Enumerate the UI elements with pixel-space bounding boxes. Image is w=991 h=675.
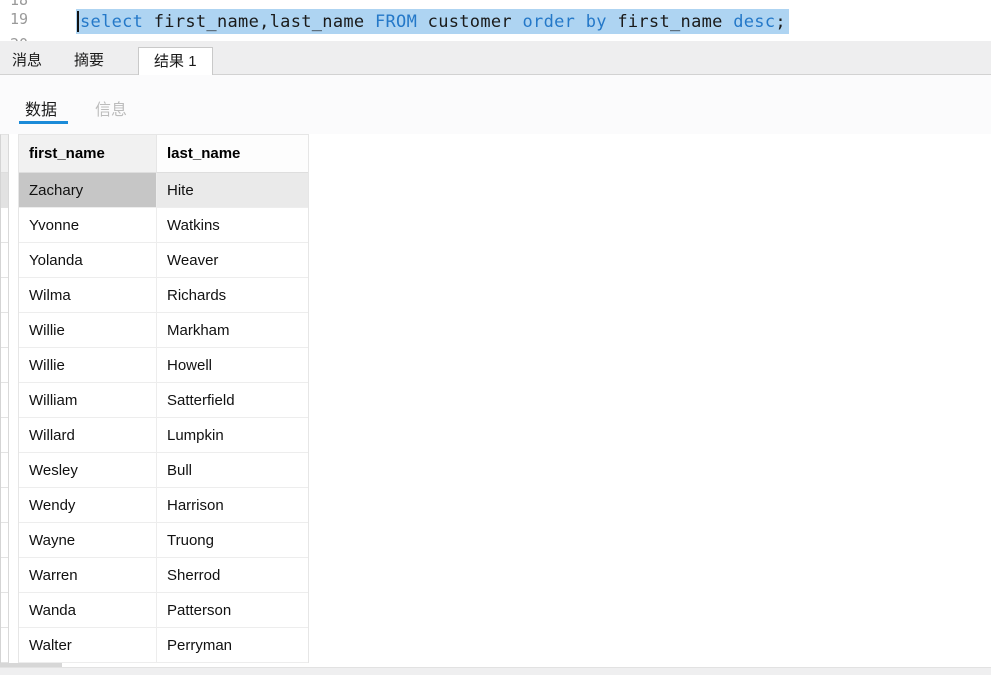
cell-last_name[interactable]: Howell	[157, 348, 308, 383]
cell-last_name[interactable]: Truong	[157, 523, 308, 558]
subtab-data[interactable]: 数据	[25, 102, 58, 119]
row-selector[interactable]	[1, 488, 8, 523]
row-selector[interactable]	[1, 173, 8, 208]
cell-first_name[interactable]: Willard	[19, 418, 157, 453]
cell-last_name[interactable]: Hite	[157, 173, 308, 208]
table-header-row: first_name last_name	[19, 135, 308, 173]
cell-last_name[interactable]: Patterson	[157, 593, 308, 628]
line-number-18: 18	[9, 0, 28, 9]
line-number-19: 19	[9, 10, 28, 28]
cell-first_name[interactable]: Warren	[19, 558, 157, 593]
sql-token-keyword: desc	[733, 11, 776, 32]
cell-last_name[interactable]: Lumpkin	[157, 418, 308, 453]
column-header-last-name[interactable]: last_name	[157, 135, 308, 173]
sql-statement: select first_name,last_name FROM custome…	[80, 12, 786, 32]
sql-token-keyword: FROM	[374, 11, 428, 32]
sql-token-keyword: select	[80, 11, 154, 32]
row-selector[interactable]	[1, 348, 8, 383]
sql-selected-line[interactable]: select first_name,last_name FROM custome…	[76, 9, 789, 34]
result-tabbar: 消息 摘要 结果 1	[0, 41, 991, 75]
row-selector[interactable]	[1, 593, 8, 628]
cell-first_name[interactable]: Wendy	[19, 488, 157, 523]
row-selector-header[interactable]	[1, 135, 8, 173]
cell-first_name[interactable]: Walter	[19, 628, 157, 663]
cell-last_name[interactable]: Satterfield	[157, 383, 308, 418]
row-selector[interactable]	[1, 208, 8, 243]
cell-last_name[interactable]: Sherrod	[157, 558, 308, 593]
cell-first_name[interactable]: William	[19, 383, 157, 418]
cell-last_name[interactable]: Richards	[157, 278, 308, 313]
row-selector[interactable]	[1, 418, 8, 453]
cell-last_name[interactable]: Bull	[157, 453, 308, 488]
cell-first_name[interactable]: Wesley	[19, 453, 157, 488]
sql-token-plain: first_name,last_name	[153, 11, 375, 32]
cell-first_name[interactable]: Wayne	[19, 523, 157, 558]
row-selector[interactable]	[1, 278, 8, 313]
row-selector[interactable]	[1, 313, 8, 348]
row-selector[interactable]	[1, 453, 8, 488]
row-selector[interactable]	[1, 243, 8, 278]
row-selector[interactable]	[1, 523, 8, 558]
cell-first_name[interactable]: Zachary	[19, 173, 157, 208]
row-selector[interactable]	[1, 383, 8, 418]
cell-first_name[interactable]: Wilma	[19, 278, 157, 313]
cell-first_name[interactable]: Willie	[19, 348, 157, 383]
tab-summary[interactable]: 摘要	[74, 52, 105, 69]
sql-token-plain: customer	[427, 11, 523, 32]
cell-first_name[interactable]: Yvonne	[19, 208, 157, 243]
column-header-first-name[interactable]: first_name	[19, 135, 157, 173]
active-subtab-underline	[19, 121, 68, 124]
cell-last_name[interactable]: Perryman	[157, 628, 308, 663]
sql-token-plain: first_name	[617, 11, 734, 32]
cell-first_name[interactable]: Wanda	[19, 593, 157, 628]
cell-last_name[interactable]: Markham	[157, 313, 308, 348]
sql-token-keyword: order by	[522, 11, 618, 32]
scrollbar-thumb[interactable]	[0, 663, 62, 667]
horizontal-scrollbar[interactable]	[0, 667, 991, 675]
subtab-info[interactable]: 信息	[95, 102, 128, 119]
cell-last_name[interactable]: Harrison	[157, 488, 308, 523]
row-selector-column	[0, 134, 9, 663]
cell-last_name[interactable]: Watkins	[157, 208, 308, 243]
cell-first_name[interactable]: Yolanda	[19, 243, 157, 278]
cell-first_name[interactable]: Willie	[19, 313, 157, 348]
line-number-20: 20	[0, 37, 28, 42]
row-selector[interactable]	[1, 558, 8, 593]
result-toolbar: 数据 信息	[0, 75, 991, 134]
sql-token-plain: ;	[775, 11, 786, 32]
cell-last_name[interactable]: Weaver	[157, 243, 308, 278]
row-selector[interactable]	[1, 628, 8, 663]
text-cursor-icon	[77, 11, 79, 32]
sql-editor[interactable]: 18 19 20 select first_name,last_name FRO…	[0, 0, 991, 41]
tab-result-1[interactable]: 结果 1	[138, 47, 213, 75]
tab-messages[interactable]: 消息	[12, 52, 43, 69]
